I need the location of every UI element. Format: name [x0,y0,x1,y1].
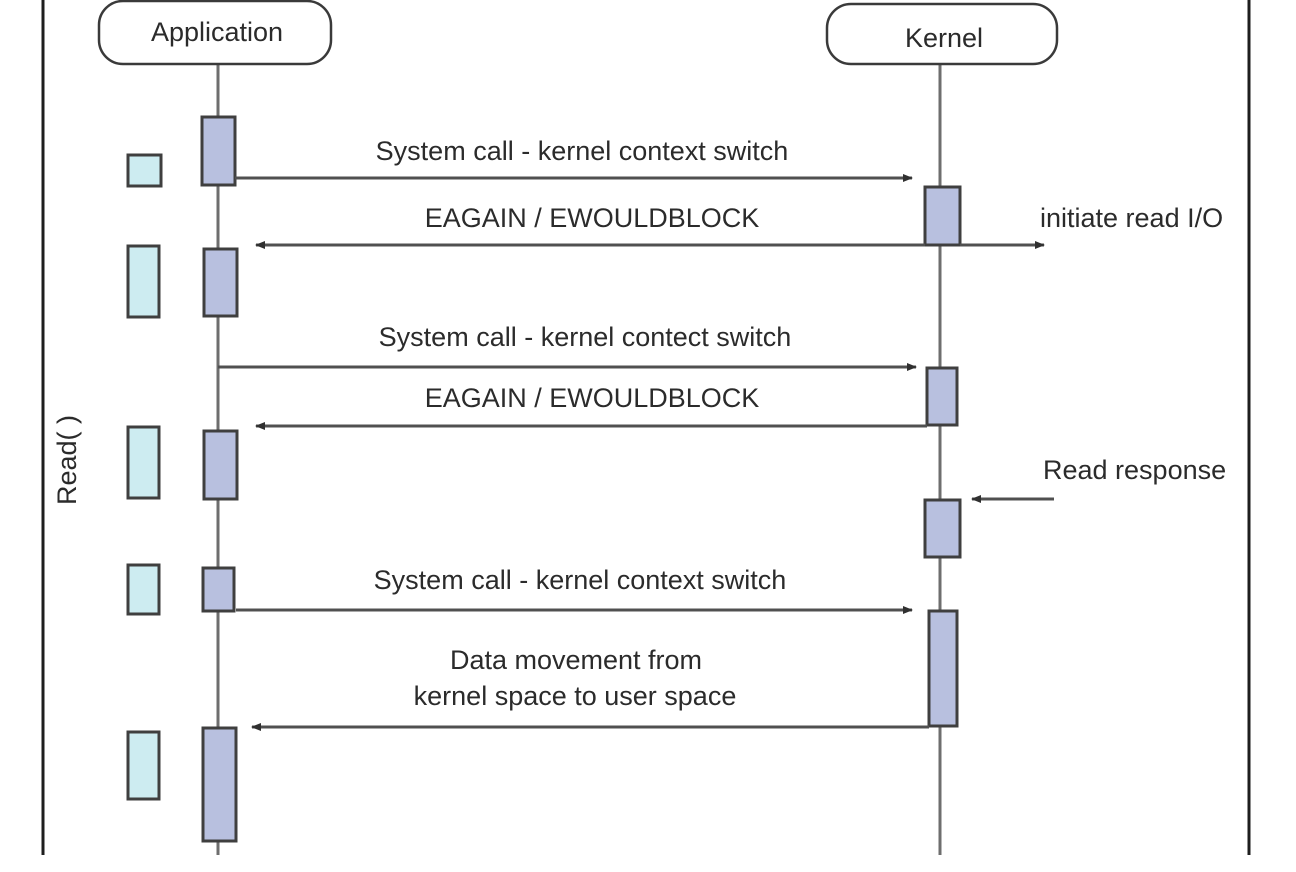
kernel-activation [923,185,962,247]
message-system-call-1: System call - kernel context switch [235,136,913,182]
message-eagain-1: EAGAIN / EWOULDBLOCK [255,203,925,249]
read-side-label: Read( ) [52,415,82,505]
application-label: Application [151,17,283,47]
kernel-label: Kernel [905,23,983,53]
kernel-activation [925,366,959,427]
message-system-call-2: System call - kernel contect switch [218,322,917,371]
message-label-line2: kernel space to user space [414,681,737,711]
kernel-participant: Kernel [825,2,1059,66]
message-eagain-2: EAGAIN / EWOULDBLOCK [255,383,927,430]
cpu-block [126,244,161,319]
cpu-block [126,425,161,500]
message-system-call-3: System call - kernel context switch [236,565,913,614]
message-label-line1: Data movement from [450,645,702,675]
note-initiate-read: initiate read I/O [960,203,1223,249]
message-label: System call - kernel context switch [376,136,789,166]
application-header-box [97,0,333,66]
message-label: EAGAIN / EWOULDBLOCK [425,383,760,413]
cpu-block [126,563,161,616]
note-label: Read response [1043,455,1226,485]
message-label: System call - kernel context switch [374,565,787,595]
note-read-response: Read response [971,455,1226,503]
message-data-movement: Data movement from kernel space to user … [251,645,929,731]
kernel-activation [927,609,959,728]
message-label: EAGAIN / EWOULDBLOCK [425,203,760,233]
cpu-block [126,730,161,801]
application-activation [201,726,238,843]
cpu-block [126,153,163,188]
kernel-activation [923,498,962,559]
application-activation [202,429,239,501]
application-activation [201,566,236,613]
note-label: initiate read I/O [1040,203,1223,233]
application-activation [200,115,237,187]
message-label: System call - kernel contect switch [379,322,792,352]
application-activation [202,247,239,318]
kernel-header-box [825,2,1059,66]
application-participant: Application [97,0,333,66]
